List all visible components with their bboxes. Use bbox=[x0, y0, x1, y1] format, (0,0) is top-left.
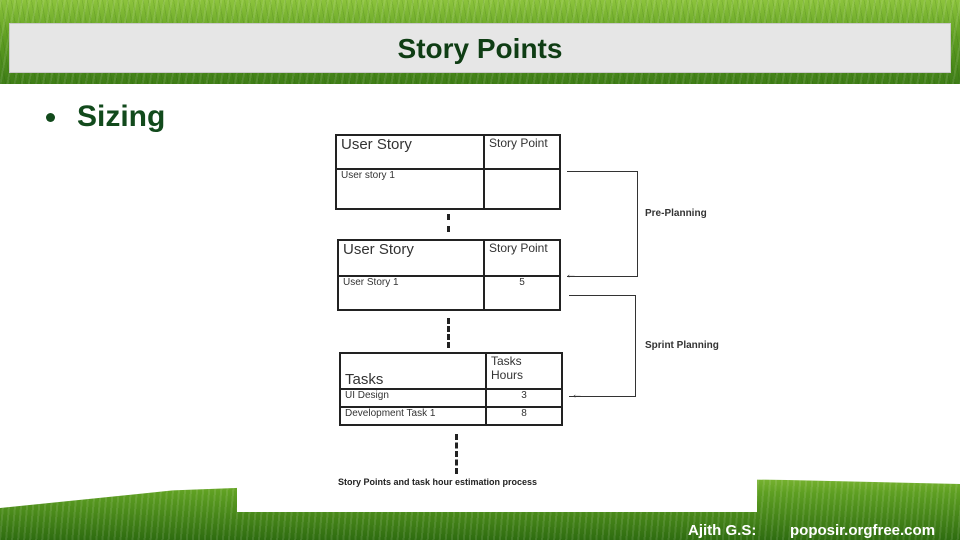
footer-site: poposir.orgfree.com bbox=[790, 522, 936, 539]
table2-col1-header: User Story bbox=[337, 239, 485, 277]
table1-row-value bbox=[483, 168, 561, 210]
table3-col1-header: Tasks bbox=[339, 352, 487, 390]
pre-planning-label: Pre-Planning bbox=[645, 208, 707, 219]
bullet-item: Sizing bbox=[46, 100, 165, 134]
footer-author: Ajith G.S: bbox=[688, 522, 757, 539]
bullet-text: Sizing bbox=[77, 100, 166, 133]
diagram-caption: Story Points and task hour estimation pr… bbox=[338, 477, 538, 487]
table2-row-label: User Story 1 bbox=[337, 275, 485, 311]
table3-row1-label: UI Design bbox=[339, 388, 487, 408]
story-point-table-2: User Story Story Point User Story 1 5 bbox=[337, 239, 561, 311]
arrow-left-icon: ← bbox=[565, 267, 577, 281]
sprint-planning-label: Sprint Planning bbox=[645, 340, 719, 351]
table1-col2-header: Story Point bbox=[483, 134, 561, 170]
sprint-planning-bracket bbox=[569, 295, 636, 397]
connector-dash-1 bbox=[447, 214, 450, 232]
table3-row2-label: Development Task 1 bbox=[339, 406, 487, 426]
table1-row-label: User story 1 bbox=[335, 168, 485, 210]
pre-planning-bracket bbox=[567, 171, 638, 277]
table3-col2-header: Tasks Hours bbox=[485, 352, 563, 390]
table2-row-value: 5 bbox=[483, 275, 561, 311]
connector-dash-3 bbox=[455, 434, 458, 474]
slide-title: Story Points bbox=[397, 33, 563, 64]
table3-row2-value: 8 bbox=[485, 406, 563, 426]
table2-col2-header: Story Point bbox=[483, 239, 561, 277]
tasks-table: Tasks Tasks Hours UI Design 3 Developmen… bbox=[339, 352, 563, 426]
story-point-table-1: User Story Story Point User story 1 bbox=[335, 134, 561, 210]
table3-row1-value: 3 bbox=[485, 388, 563, 408]
connector-dash-2 bbox=[447, 318, 450, 348]
estimation-diagram: User Story Story Point User story 1 User… bbox=[237, 128, 757, 512]
title-band: Story Points bbox=[9, 23, 951, 73]
arrow-left-icon: ← bbox=[571, 387, 583, 401]
table1-col1-header: User Story bbox=[335, 134, 485, 170]
bullet-dot-icon bbox=[46, 112, 55, 122]
